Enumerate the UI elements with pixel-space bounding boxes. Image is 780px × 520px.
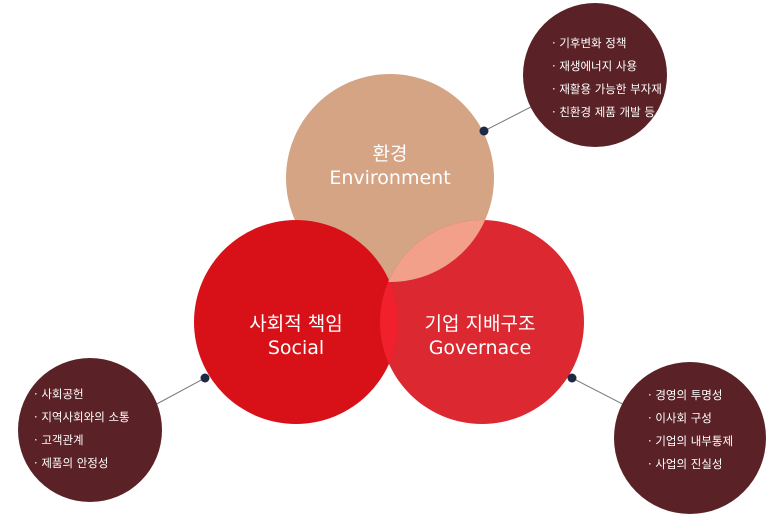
label-social-ko: 사회적 책임 (249, 313, 343, 335)
note-item: 재생에너지 사용 (552, 55, 662, 78)
label-social: 사회적 책임 Social (206, 313, 386, 361)
connector-dot-environment (479, 126, 489, 136)
note-item: 사회공헌 (34, 383, 130, 406)
note-list-environment: 기후변화 정책 재생에너지 사용 재활용 가능한 부자재 친환경 제품 개발 등 (552, 32, 662, 124)
connector-dot-social (200, 373, 210, 383)
label-governance-en: Governace (428, 336, 532, 359)
note-item: 제품의 안정성 (34, 452, 130, 475)
label-environment: 환경 Environment (300, 143, 480, 191)
note-item: 지역사회와의 소통 (34, 406, 129, 429)
note-list-social: 사회공헌 지역사회와의 소통 고객관계 제품의 안정성 (34, 383, 130, 475)
note-item: 친환경 제품 개발 등 (552, 101, 662, 124)
note-item: 재활용 가능한 부자재 (552, 78, 662, 101)
connector-dot-governance (567, 373, 577, 383)
note-item: 사업의 진실성 (648, 453, 733, 476)
label-governance-ko: 기업 지배구조 (424, 313, 536, 335)
note-item: 고객관계 (34, 429, 130, 452)
label-environment-en: Environment (329, 166, 451, 189)
note-item: 기업의 내부통제 (648, 430, 733, 453)
note-item: 기후변화 정책 (552, 32, 662, 55)
circle-social (194, 220, 398, 424)
note-item: 경영의 투명성 (648, 384, 733, 407)
overlap-environment-governance (380, 220, 494, 282)
label-environment-ko: 환경 (372, 143, 408, 165)
label-governance: 기업 지배구조 Governace (390, 313, 570, 361)
note-item: 이사회 구성 (648, 407, 733, 430)
note-list-governance: 경영의 투명성 이사회 구성 기업의 내부통제 사업의 진실성 (648, 384, 733, 476)
label-social-en: Social (267, 336, 325, 359)
